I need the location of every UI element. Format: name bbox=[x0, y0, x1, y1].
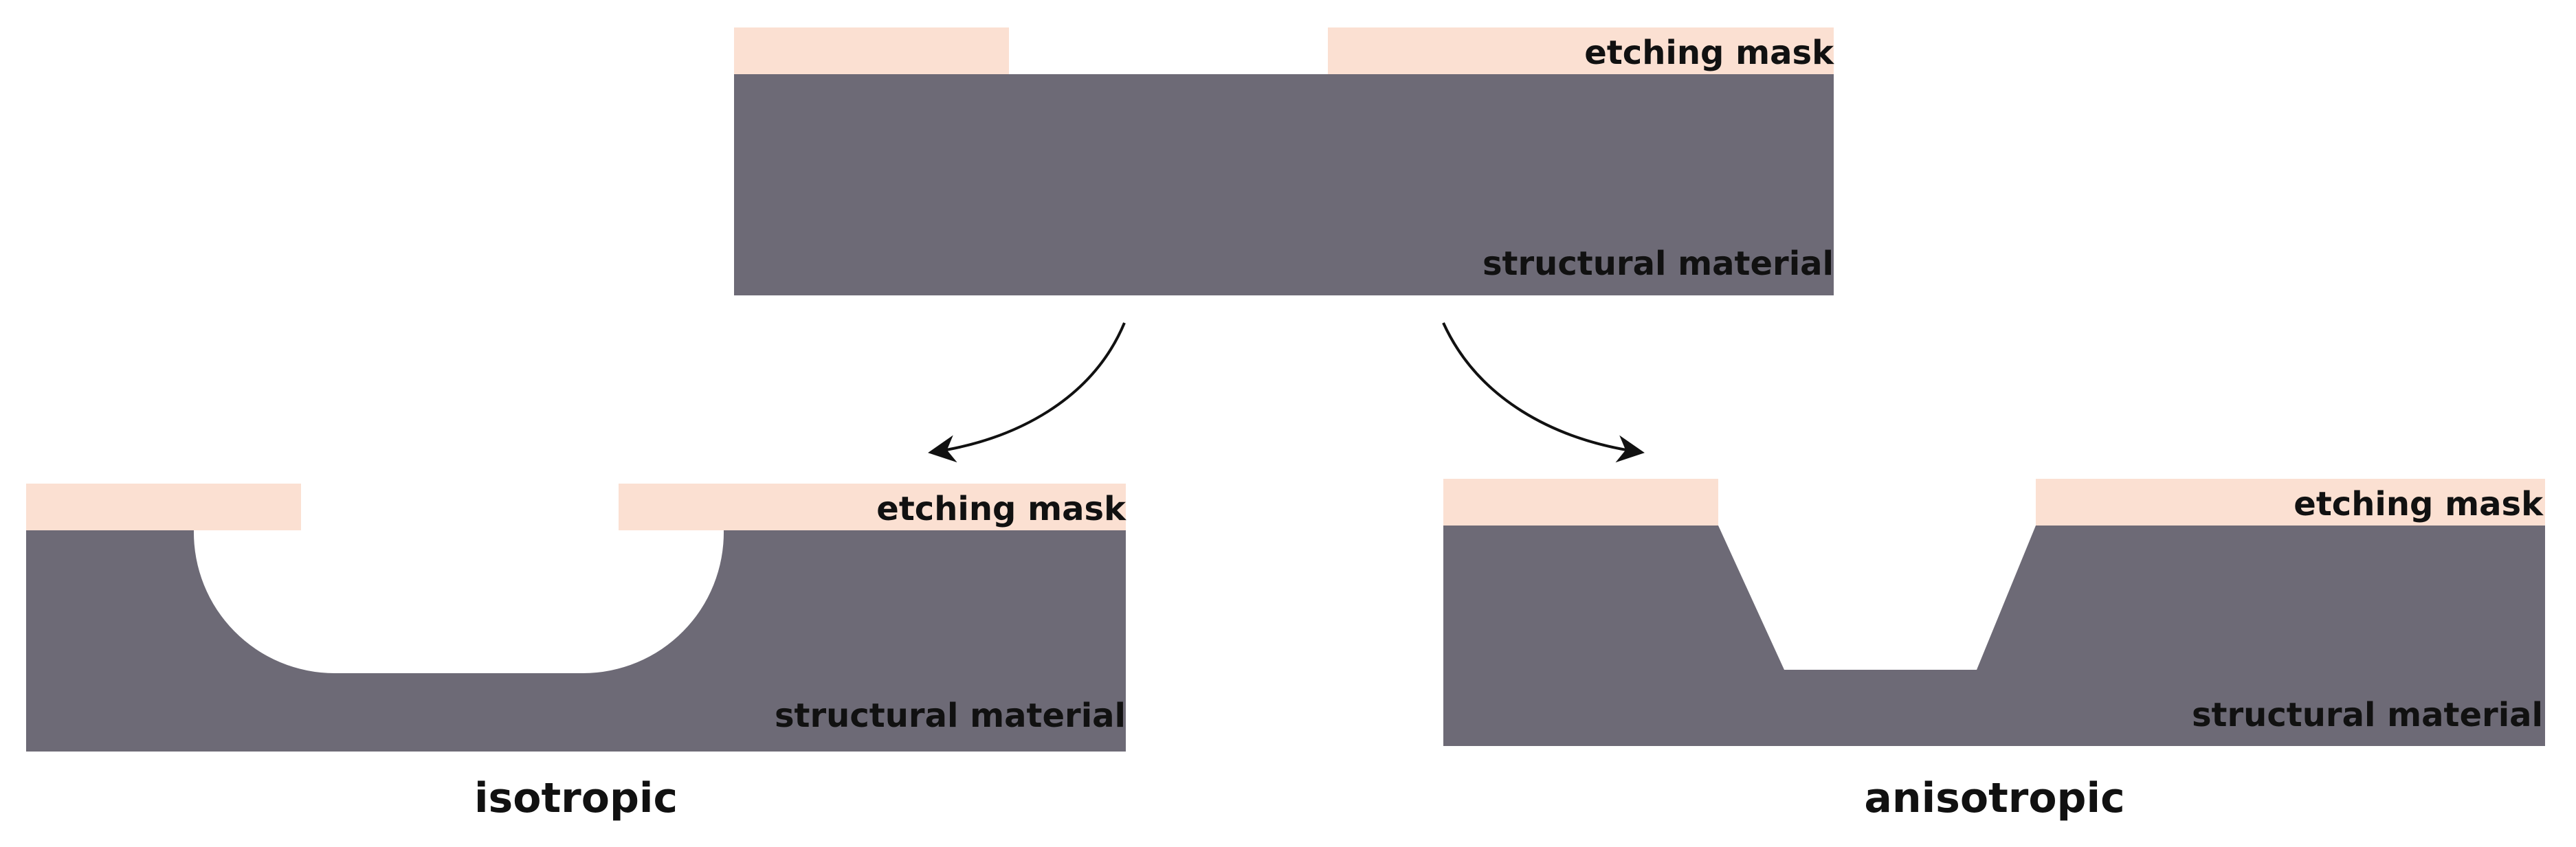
isotropic-caption: isotropic bbox=[474, 774, 678, 822]
top-structural-material bbox=[734, 74, 1834, 295]
isotropic-mask-right bbox=[619, 484, 1126, 530]
isotropic-material-label: structural material bbox=[775, 697, 1126, 735]
anisotropic-caption: anisotropic bbox=[1864, 774, 2124, 822]
isotropic-panel: etching mask structural material isotrop… bbox=[26, 484, 1126, 822]
anisotropic-structural-material bbox=[1443, 526, 2545, 746]
top-material-label: structural material bbox=[1483, 245, 1834, 283]
isotropic-mask-label: etching mask bbox=[876, 490, 1126, 528]
anisotropic-panel: etching mask structural material anisotr… bbox=[1443, 479, 2545, 822]
isotropic-mask-left bbox=[26, 484, 301, 530]
top-mask-label: etching mask bbox=[1584, 34, 1834, 72]
arrow-to-isotropic bbox=[928, 322, 1126, 463]
isotropic-structural-material bbox=[26, 530, 1126, 752]
top-mask-left bbox=[734, 27, 1009, 74]
anisotropic-mask-left bbox=[1443, 479, 1718, 526]
top-panel: etching mask structural material bbox=[734, 27, 1834, 295]
top-mask-right bbox=[1328, 27, 1834, 74]
arrow-to-anisotropic bbox=[1442, 322, 1645, 463]
anisotropic-mask-label: etching mask bbox=[2294, 485, 2544, 523]
anisotropic-material-label: structural material bbox=[2192, 696, 2543, 734]
anisotropic-mask-right bbox=[2036, 479, 2545, 526]
